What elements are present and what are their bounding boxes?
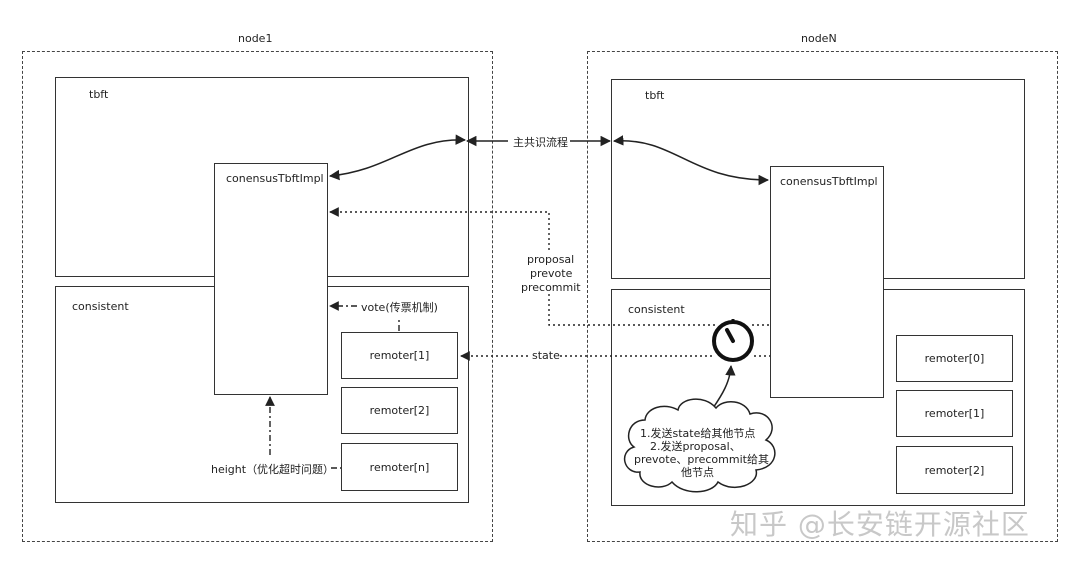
- cloud-shape: [623, 398, 776, 493]
- node1-consistent-label: consistent: [72, 300, 129, 313]
- nodeN-main-flow-curve: [612, 135, 770, 186]
- cloud-to-timer-arrow: [712, 364, 736, 409]
- stopwatch-icon: [712, 319, 754, 362]
- message-precommit-label: precommit: [521, 281, 581, 294]
- nodeN-remoter-0: remoter[0]: [896, 335, 1013, 382]
- node1-remoter-2: remoter[2]: [341, 387, 458, 434]
- nodeN-outline: [587, 51, 1058, 542]
- cloud-line-1: 1.发送state给其他节点: [640, 427, 756, 440]
- nodeN-tbft-label: tbft: [645, 89, 665, 102]
- cloud-line-4: 他节点: [681, 466, 714, 479]
- node1-title: node1: [238, 32, 273, 45]
- node1-consensus-impl-box: [214, 163, 328, 395]
- node1-consensus-impl-label: conensusTbftImpl: [226, 172, 324, 185]
- nodeN-consistent-label: consistent: [628, 303, 685, 316]
- cloud-line-3: prevote、precommit给其: [634, 453, 769, 466]
- nodeN-remoter-2: remoter[2]: [896, 446, 1013, 494]
- message-proposal-label: proposal: [527, 253, 575, 266]
- watermark: 知乎 @长安链开源社区: [730, 508, 1030, 541]
- nodeN-remoter-1: remoter[1]: [896, 390, 1013, 437]
- main-flow-label: 主共识流程: [511, 134, 570, 150]
- node1-vote-label: vote(传票机制): [361, 301, 438, 314]
- nodeN-consensus-impl-box: [770, 166, 884, 398]
- node1-height-label: height（优化超时问题）: [211, 463, 335, 476]
- nodeN-consensus-impl-label: conensusTbftImpl: [780, 175, 878, 188]
- proposal-dotted-lower: [548, 294, 715, 326]
- state-label: state: [532, 349, 560, 362]
- nodeN-title: nodeN: [801, 32, 837, 45]
- node1-tbft-label: tbft: [89, 88, 109, 101]
- node1-remoter-n: remoter[n]: [341, 443, 458, 491]
- message-prevote-label: prevote: [530, 267, 573, 280]
- proposal-dotted-upper: [329, 207, 550, 250]
- node1-main-flow-curve: [328, 134, 467, 181]
- node1-remoter-1: remoter[1]: [341, 332, 458, 379]
- cloud-line-2: 2.发送proposal、: [650, 440, 741, 453]
- node1-outline: [22, 51, 493, 542]
